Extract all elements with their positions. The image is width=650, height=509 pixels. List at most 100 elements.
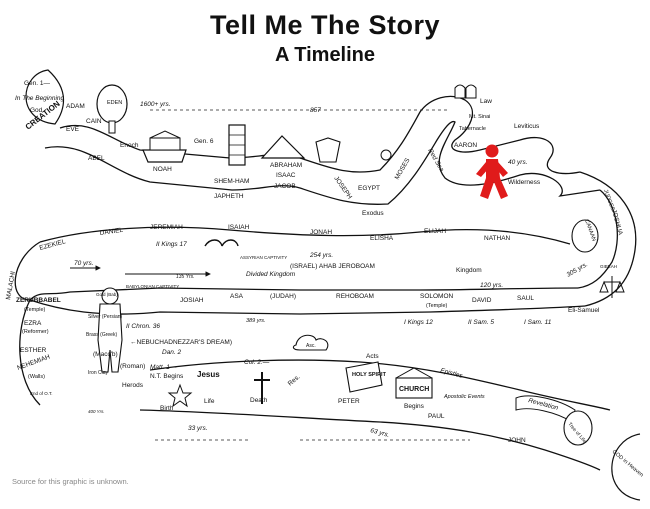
tent-icon: [260, 135, 306, 159]
label-jesus: Jesus: [197, 370, 220, 379]
label-solomon: SOLOMON: [420, 293, 454, 300]
road-middle-floor: [29, 299, 586, 315]
label-nehemiah: NEHEMIAH: [16, 353, 51, 371]
label-life: Life: [204, 398, 215, 405]
label-ezekiel: EZEKIEL: [39, 238, 67, 252]
label-eli-samuel: Eli-Samuel: [568, 307, 600, 314]
label-japheth: JAPHETH: [214, 193, 244, 200]
label-israel-ahab: (ISRAEL) AHAB JEROBOAM: [290, 263, 375, 270]
label-birth: Birth: [160, 405, 174, 412]
label-ii-chron-36: II Chron. 36: [126, 323, 160, 330]
label-wilderness: Wilderness: [508, 179, 541, 186]
label-eve: EVE: [66, 126, 80, 133]
label-peter: PETER: [338, 398, 360, 405]
label-creation: CREATION: [24, 99, 62, 132]
coat-icon: [315, 137, 341, 163]
cross-icon: [254, 372, 270, 404]
label-saul: SAUL: [517, 295, 534, 302]
label-roman: (Roman): [120, 363, 145, 370]
label-joshua: JOSHUA: [610, 209, 624, 237]
label-law: Law: [480, 98, 492, 105]
label-joseph: JOSEPH: [332, 175, 353, 201]
label-gen1: Gen. 1—: [24, 80, 51, 87]
label-maccb: (Macc'b): [93, 351, 118, 358]
label-in-the-beginning: In The Beginning: [15, 95, 65, 102]
label-jeremiah: JEREMIAH: [150, 224, 183, 231]
star-icon: [167, 383, 193, 408]
label-judges: JUDGES: [602, 189, 615, 212]
road-left-curve: [14, 241, 41, 406]
label-moses: MOSES: [394, 157, 412, 181]
label-63-yrs: 63 yrs.: [369, 427, 390, 439]
label-babylonian-captivity: BABYLONIAN CAPTIVITY: [126, 284, 179, 289]
label-david: DAVID: [472, 297, 492, 304]
label-asc: Asc.: [306, 343, 316, 349]
label-gold-bab: Gold (Bab): [96, 292, 118, 297]
label-i-kings-12: I Kings 12: [404, 319, 433, 326]
label-malachi: MALACHI: [5, 270, 17, 300]
label-nt-begins: N.T. Begins: [150, 373, 184, 380]
label-rehoboam: REHOBOAM: [336, 293, 374, 300]
scales-icon: [599, 276, 625, 298]
babel-tower-icon: [228, 124, 246, 166]
label-holy-spirit: HOLY SPIRIT: [352, 372, 387, 378]
label-begins: Begins: [404, 403, 425, 410]
label-apostolic-events: Apostolic Events: [443, 394, 485, 400]
label-33-yrs: 33 yrs.: [188, 425, 208, 432]
statue-icon: [97, 287, 123, 373]
label-iron-clay: Iron Clay: [88, 370, 109, 376]
label-reformer: (Reformer): [22, 329, 49, 335]
road-bottom-upper-edge: [149, 359, 611, 411]
label-exodus: Exodus: [362, 210, 384, 217]
road-right-curve-inner: [577, 189, 618, 289]
label-elisha: ELISHA: [370, 235, 394, 242]
label-end-of-ot: End of O.T.: [30, 391, 53, 396]
label-judah: (JUDAH): [270, 293, 296, 300]
page-subtitle: A Timeline: [274, 44, 376, 66]
label-walls: (Walls): [28, 374, 45, 380]
label-isaiah: ISAIAH: [228, 224, 250, 231]
label-asa: ASA: [230, 293, 244, 300]
dove-icon: [345, 361, 383, 393]
label-nebuchadnezzar: ←NEBUCHADNEZZAR'S DREAM): [130, 339, 232, 346]
label-kingdom: Kingdom: [456, 267, 482, 274]
cloud-icon: [292, 334, 329, 351]
label-389-yrs: 389 yrs.: [246, 318, 266, 324]
label-eden: EDEN: [107, 100, 122, 106]
label-temple: (Temple): [426, 303, 448, 309]
label-zerubbabel: ZERUBBABEL: [16, 297, 61, 304]
label-egypt: EGYPT: [358, 185, 380, 192]
eden-tree-icon: [96, 84, 128, 134]
heaven-planet-icon: [611, 433, 641, 501]
label-ii-kings-17: II Kings 17: [156, 241, 187, 248]
label-tabernacle: Tabernacle: [459, 126, 486, 132]
label-jonah: JONAH: [310, 229, 332, 236]
ark-icon: [142, 130, 187, 163]
label-god-in-heaven: GOD in Heaven: [611, 449, 645, 479]
label-aaron: AARON: [454, 142, 477, 149]
label-120-yrs: 120 yrs.: [480, 282, 503, 289]
label-god: God: [30, 107, 43, 114]
label-abraham: ABRAHAM: [270, 162, 302, 169]
label-herods: Herods: [122, 382, 144, 389]
label-1600-yrs: 1600+ yrs.: [140, 101, 171, 108]
road-middle-upper-edge: [39, 226, 571, 245]
road-top-upper-edge: [59, 95, 581, 175]
label-col2: Col. 2:—: [244, 359, 270, 366]
label-jacob: JACOB: [274, 183, 296, 190]
label-gibeah: GIBEAH: [600, 264, 617, 269]
label-josiah: JOSIAH: [180, 297, 204, 304]
label-gen6: Gen. 6: [194, 138, 214, 145]
label-305-yrs: 305 yrs.: [566, 261, 590, 279]
label-135-yrs: 135 Yrs.: [176, 274, 195, 280]
church-icon: [395, 367, 433, 399]
label-divided-kingdom: Divided Kingdom: [246, 271, 296, 278]
canaan-tree-icon: [571, 219, 599, 253]
label-brass-greek: Brass (Greek): [86, 332, 117, 338]
label-esther: ESTHER: [20, 347, 47, 354]
label-red-sea: Red Sea: [426, 148, 445, 174]
label-254-yrs: 254 yrs.: [309, 252, 333, 259]
label-church: CHURCH: [399, 386, 429, 393]
